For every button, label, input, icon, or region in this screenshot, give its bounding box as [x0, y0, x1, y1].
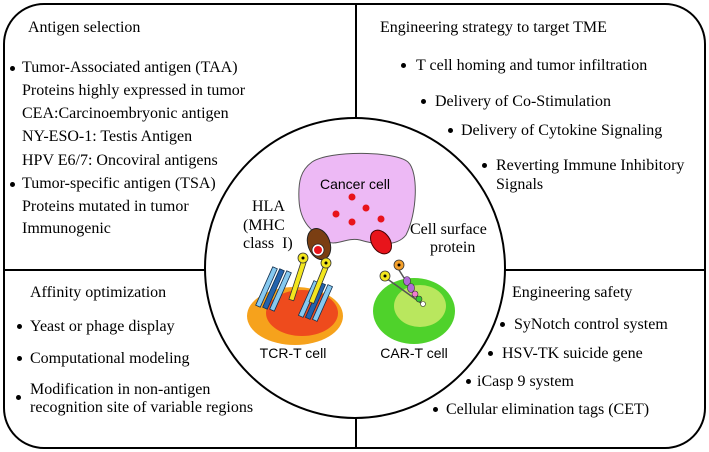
- tme-strategy-line: Delivery of Cytokine Signaling: [461, 122, 663, 139]
- cd3-bar: [311, 284, 334, 322]
- tme-strategy-line: Reverting Immune Inhibitory: [496, 157, 685, 174]
- affinity-optimization-line: Modification in non-antigen: [30, 381, 211, 398]
- affinity-optimization-line: recognition site of variable regions: [30, 399, 254, 416]
- tme-strategy-line: T cell homing and tumor infiltration: [416, 57, 648, 74]
- car-t-cell-inner: [394, 285, 446, 327]
- tcr-receptor: [288, 252, 332, 305]
- bullet-icon: [17, 324, 22, 329]
- affinity-optimization-line: Yeast or phage display: [30, 318, 175, 335]
- bullet-icon: [401, 63, 406, 68]
- bullet-icon: [10, 182, 15, 187]
- cd3-complex-left: [255, 266, 292, 312]
- tcr-head-dot: [324, 261, 328, 265]
- antigen-selection-line: Tumor-Associated antigen (TAA): [22, 59, 238, 76]
- antigen-selection-line: CEA:Carcinoembryonic antigen: [22, 105, 229, 122]
- antigen-dot: [377, 215, 385, 223]
- intracellular-antigens: [332, 193, 385, 226]
- car-hinge-domain: [407, 283, 415, 293]
- bullet-icon: [466, 379, 471, 384]
- car-stalk: [385, 277, 422, 304]
- hla-label: (MHC: [243, 217, 285, 234]
- engineering-safety-title: Engineering safety: [512, 284, 633, 301]
- cd3-bar: [255, 266, 278, 308]
- tme-strategy-line: Delivery of Co-Stimulation: [435, 93, 611, 110]
- bullet-icon: [433, 407, 438, 412]
- bullet-icon: [500, 322, 505, 327]
- car-signaling-domain: [420, 301, 426, 307]
- tme-strategy-line: Signals: [496, 176, 544, 193]
- peptide: [314, 246, 322, 254]
- engineering-safety-line: Cellular elimination tags (CET): [446, 401, 650, 418]
- antigen-dot: [362, 204, 370, 212]
- antigen-selection-line: NY-ESO-1: Testis Antigen: [22, 128, 193, 145]
- car-scfv-dot: [397, 263, 401, 267]
- car-signaling-domain: [415, 295, 423, 303]
- antigen-dot: [332, 210, 340, 218]
- car-scfv-dot: [383, 274, 387, 278]
- cd3-bar: [262, 268, 285, 310]
- hla-label: class I): [243, 235, 293, 252]
- cancer-cell-body: [298, 152, 416, 245]
- bullet-icon: [448, 128, 453, 133]
- tcr-t-cell-label: TCR-T cell: [259, 345, 327, 361]
- affinity-optimization-title: Affinity optimization: [30, 284, 167, 301]
- antigen-selection-line: Immunogenic: [22, 220, 111, 237]
- engineering-safety-line: HSV-TK suicide gene: [502, 345, 643, 362]
- cell-surface-protein-label: protein: [430, 239, 476, 256]
- affinity-optimization-line: Computational modeling: [30, 350, 190, 367]
- engineering-safety-line: iCasp 9 system: [477, 373, 574, 390]
- car-signaling-domain: [411, 290, 419, 298]
- antigen-selection-title: Antigen selection: [28, 19, 141, 36]
- car-hinge-domain: [403, 276, 411, 286]
- tme-strategy-title: Engineering strategy to target TME: [380, 19, 607, 36]
- antigen-selection-line: HPV E6/7: Oncoviral antigens: [22, 152, 218, 169]
- car-receptor: [379, 259, 426, 307]
- cancer-cell-label: Cancer cell: [319, 176, 391, 192]
- tcr-head-dot: [301, 256, 305, 260]
- cell-surface-protein-label: Cell surface: [410, 221, 487, 238]
- antigen-dot: [348, 193, 356, 201]
- bullet-icon: [16, 395, 21, 400]
- bullet-icon: [421, 99, 426, 104]
- hla-label: HLA: [252, 198, 285, 215]
- antigen-selection-line: Proteins highly expressed in tumor: [22, 82, 246, 99]
- bullet-icon: [10, 66, 15, 71]
- bullet-icon: [488, 351, 493, 356]
- bullet-icon: [482, 163, 487, 168]
- car-t-cell-label: CAR-T cell: [380, 345, 448, 361]
- cd3-bar: [269, 270, 292, 312]
- antigen-selection-line: Tumor-specific antigen (TSA): [22, 175, 216, 192]
- antigen-selection-line: Proteins mutated in tumor: [22, 198, 189, 215]
- engineering-safety-line: SyNotch control system: [514, 316, 668, 333]
- antigen-dot: [348, 218, 356, 226]
- cell-surface-protein: [370, 229, 392, 255]
- bullet-icon: [17, 356, 22, 361]
